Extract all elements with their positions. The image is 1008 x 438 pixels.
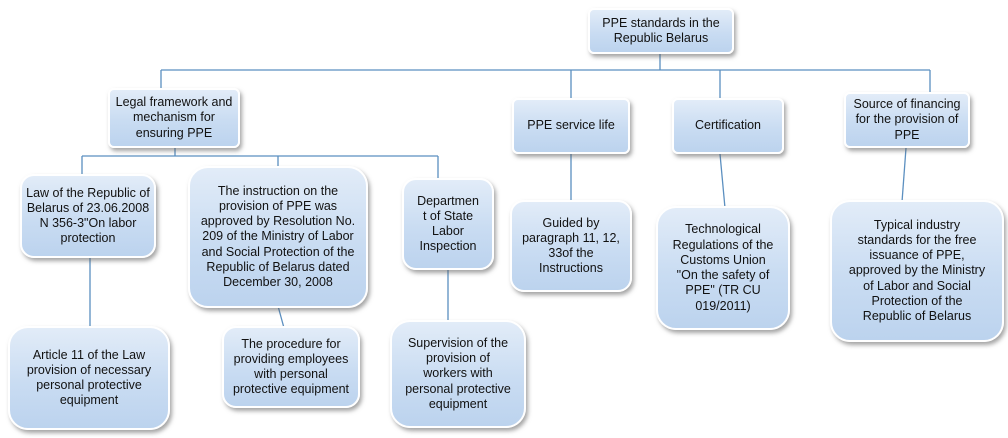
article11-node: Article 11 of the Law provision of neces… — [8, 326, 170, 430]
guided-label: Guided by paragraph 11, 12, 33of the Ins… — [522, 215, 620, 276]
law-label: Law of the Republic of Belarus of 23.06.… — [26, 185, 150, 246]
financing-label: Source of financing for the provision of… — [853, 97, 961, 142]
guided-node: Guided by paragraph 11, 12, 33of the Ins… — [510, 200, 632, 292]
typical-standards-node: Typical industry standards for the free … — [830, 200, 1004, 342]
certification-node: Certification — [672, 98, 784, 154]
cert-to-regs-line — [719, 153, 726, 209]
instruction-to-procedure-line — [277, 305, 285, 329]
department-label: Departmen t of State Labor Inspection — [417, 193, 479, 254]
typical-standards-label: Typical industry standards for the free … — [848, 217, 986, 324]
service-life-label: PPE service life — [527, 118, 615, 133]
supervision-label: Supervision of the provision of workers … — [405, 335, 511, 411]
financing-node: Source of financing for the provision of… — [844, 92, 970, 148]
department-node: Departmen t of State Labor Inspection — [402, 178, 494, 270]
procedure-node: The procedure for providing employees wi… — [222, 326, 360, 408]
finance-to-standards-line — [901, 147, 907, 203]
procedure-label: The procedure for providing employees wi… — [232, 336, 350, 397]
certification-label: Certification — [695, 118, 761, 133]
tech-regulations-node: Technological Regulations of the Customs… — [656, 206, 790, 330]
law-node: Law of the Republic of Belarus of 23.06.… — [20, 174, 156, 258]
instruction-node: The instruction on the provision of PPE … — [188, 166, 368, 308]
root-node: PPE standards in the Republic Belarus — [588, 8, 734, 54]
service-life-node: PPE service life — [512, 98, 630, 154]
legal-framework-node: Legal framework and mechanism for ensuri… — [108, 88, 240, 148]
root-label: PPE standards in the Republic Belarus — [602, 15, 720, 45]
instruction-label: The instruction on the provision of PPE … — [200, 183, 356, 290]
supervision-node: Supervision of the provision of workers … — [390, 320, 526, 428]
legal-framework-label: Legal framework and mechanism for ensuri… — [115, 95, 233, 140]
article11-label: Article 11 of the Law provision of neces… — [26, 347, 152, 408]
tech-regulations-label: Technological Regulations of the Customs… — [672, 222, 774, 313]
